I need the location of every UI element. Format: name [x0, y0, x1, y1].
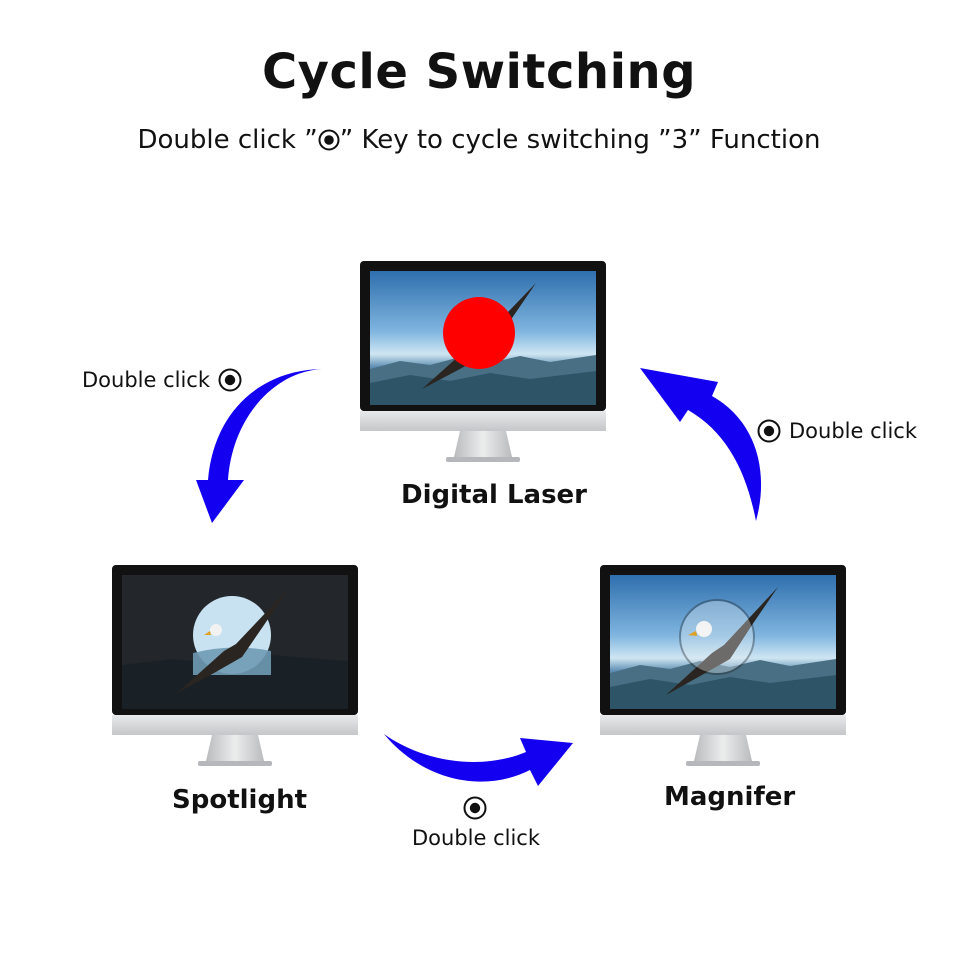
transition-label-bottom: Double click — [412, 826, 540, 850]
arrow-spotlight-to-magnifier — [384, 734, 573, 786]
arrow-laser-to-spotlight — [196, 369, 322, 523]
double-click-text: Double click — [82, 368, 211, 392]
page-title: Cycle Switching — [261, 44, 697, 100]
subtitle-prefix: Double click ” — [137, 125, 318, 155]
target-key-icon — [757, 419, 781, 443]
target-key-icon — [218, 368, 242, 392]
arrow-magnifier-to-laser — [640, 368, 762, 521]
monitor-digital-laser — [360, 261, 606, 462]
monitor-spotlight — [112, 565, 358, 766]
laser-dot — [443, 297, 515, 369]
caption-magnifier: Magnifer — [664, 782, 796, 812]
double-click-text: Double click — [789, 419, 918, 443]
transition-label-left: Double click — [82, 368, 242, 392]
monitor-magnifier — [600, 565, 846, 766]
caption-spotlight: Spotlight — [172, 785, 308, 815]
target-key-icon — [318, 129, 340, 151]
subtitle-suffix: ” Key to cycle switching ”3” Function — [339, 125, 821, 155]
transition-label-right: Double click — [757, 419, 917, 443]
caption-digital-laser: Digital Laser — [401, 480, 587, 510]
subtitle: Double click ” ” Key to cycle switching ”… — [0, 125, 958, 155]
target-key-icon — [463, 796, 487, 820]
double-click-text: Double click — [412, 826, 541, 850]
